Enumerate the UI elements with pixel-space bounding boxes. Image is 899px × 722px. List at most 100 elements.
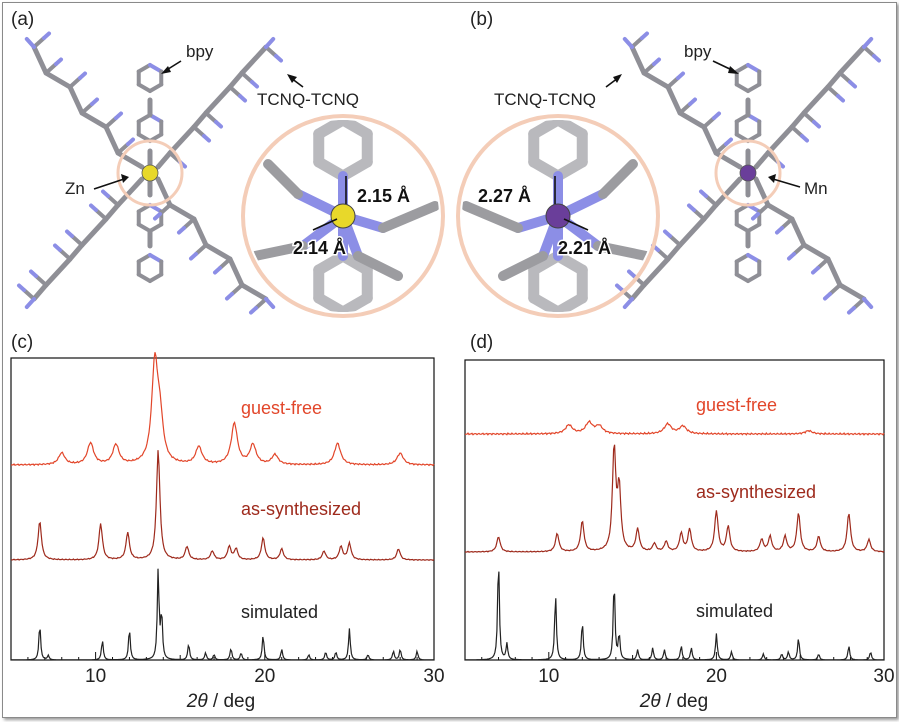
- bond: [249, 306, 258, 315]
- panel-d-tag: (d): [470, 332, 493, 353]
- series-line-c-as-synthesized: [11, 450, 435, 562]
- series-line-d-guest-free: [464, 419, 885, 436]
- bond: [126, 137, 135, 146]
- panel-a-structure: (a) 2.15 Å2.14 Å bpy TCNQ-TCNQ Zn: [11, 9, 445, 318]
- bond: [264, 37, 276, 49]
- series-label-simulated-c: simulated: [241, 602, 318, 622]
- series-label-guest-free-c: guest-free: [241, 398, 322, 418]
- bond: [630, 36, 644, 49]
- bond: [67, 84, 85, 116]
- bond: [17, 283, 26, 292]
- zn-zoom-circle: [241, 114, 445, 318]
- bond: [765, 124, 795, 156]
- bond: [746, 63, 762, 74]
- series-label-as-synthesized-d: as-synthesized: [696, 482, 816, 502]
- bond: [53, 243, 62, 252]
- mn-framework-model: [615, 31, 881, 315]
- bond: [641, 256, 671, 288]
- bond: [79, 110, 109, 130]
- figure-svg: (a) 2.15 Å2.14 Å bpy TCNQ-TCNQ Zn (b) 2.…: [10, 9, 895, 712]
- bond: [250, 80, 259, 89]
- bond: [724, 137, 733, 146]
- series-line-c-simulated: [11, 568, 434, 661]
- zn-zoom-detail: 2.15 Å2.14 Å: [250, 120, 439, 312]
- bond: [787, 252, 796, 261]
- bond: [148, 272, 164, 283]
- bond: [167, 202, 197, 222]
- bond: [848, 80, 857, 89]
- zn-arrowhead: [121, 174, 129, 183]
- tcnq-label-b: TCNQ-TCNQ: [494, 90, 596, 109]
- bond: [629, 44, 647, 76]
- distance-label-equatorial: 2.14 Å: [293, 238, 346, 258]
- series-label-simulated-d: simulated: [696, 601, 773, 621]
- bond: [114, 111, 123, 120]
- bond: [677, 110, 707, 130]
- bond: [765, 202, 795, 222]
- zoom-metal-atom: [545, 203, 571, 229]
- bond: [746, 253, 762, 264]
- bond: [734, 63, 750, 74]
- bond: [203, 242, 233, 262]
- bond: [54, 57, 63, 66]
- bond: [677, 216, 707, 248]
- bond: [89, 203, 98, 212]
- metal-halo: [116, 139, 184, 207]
- bond: [153, 212, 162, 221]
- distance-arrow-equatorial: [563, 218, 589, 231]
- bond: [837, 282, 867, 302]
- bond: [862, 297, 874, 309]
- zoom-bond: [462, 201, 523, 233]
- series-label-guest-free-d: guest-free: [696, 395, 777, 415]
- bond: [254, 297, 268, 310]
- bond: [688, 97, 697, 106]
- plot-frame-c: [10, 357, 435, 661]
- x-tick-label-d-30: 30: [873, 666, 894, 687]
- bond: [734, 272, 750, 283]
- bond: [65, 229, 74, 238]
- x-tick-label-c-20: 20: [254, 666, 275, 687]
- zoom-bond: [498, 251, 548, 281]
- metal-atom: [739, 164, 757, 182]
- bond: [191, 110, 209, 130]
- bond: [652, 57, 661, 66]
- bond: [812, 120, 821, 129]
- bond: [239, 44, 269, 76]
- bond: [148, 253, 164, 264]
- bond: [101, 189, 110, 198]
- zoom-bond: [378, 201, 439, 233]
- panel-a-tag: (a): [11, 9, 34, 30]
- bond: [238, 94, 247, 103]
- bond: [227, 70, 245, 90]
- bond: [734, 253, 750, 264]
- bond: [687, 203, 696, 212]
- mn-label: Mn: [804, 179, 828, 198]
- bond: [136, 272, 152, 283]
- bond: [189, 252, 198, 261]
- bond: [862, 45, 876, 58]
- panel-c-tag: (c): [11, 332, 33, 353]
- metal-atom: [141, 164, 159, 182]
- bond: [43, 70, 73, 90]
- series-line-d-simulated: [465, 571, 884, 661]
- bond: [136, 253, 152, 264]
- series-line-c-guest-free: [10, 352, 435, 467]
- bond: [701, 202, 719, 222]
- mn-arrowhead: [768, 174, 776, 183]
- bond: [42, 31, 51, 40]
- bond: [225, 292, 234, 301]
- bond: [24, 297, 36, 309]
- bond: [136, 63, 152, 74]
- bond: [836, 94, 845, 103]
- bpy-label-a: bpy: [186, 42, 214, 61]
- bond: [214, 120, 223, 129]
- bond: [67, 242, 85, 262]
- bond: [629, 282, 647, 302]
- bond: [191, 216, 209, 248]
- bond: [167, 124, 197, 156]
- bond: [148, 63, 164, 74]
- bond: [79, 216, 109, 248]
- bond: [622, 37, 634, 49]
